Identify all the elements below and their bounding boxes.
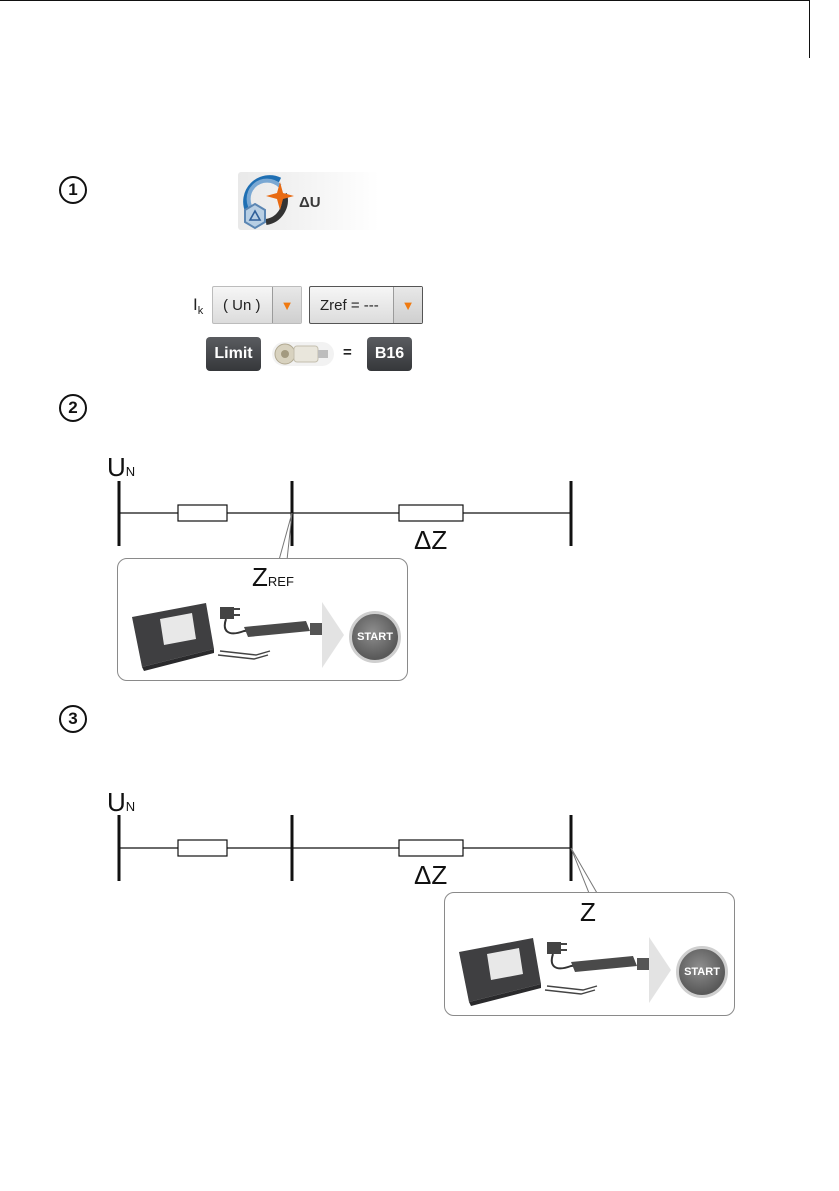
start-button-2[interactable]: START — [676, 946, 728, 998]
circuit-diagram-2 — [0, 0, 839, 1000]
meter-with-probes-icon — [457, 930, 672, 1010]
z-label: Z — [580, 897, 596, 928]
chevron-right-icon — [649, 937, 671, 1003]
delta-z-label-2: ΔZ — [414, 860, 447, 891]
